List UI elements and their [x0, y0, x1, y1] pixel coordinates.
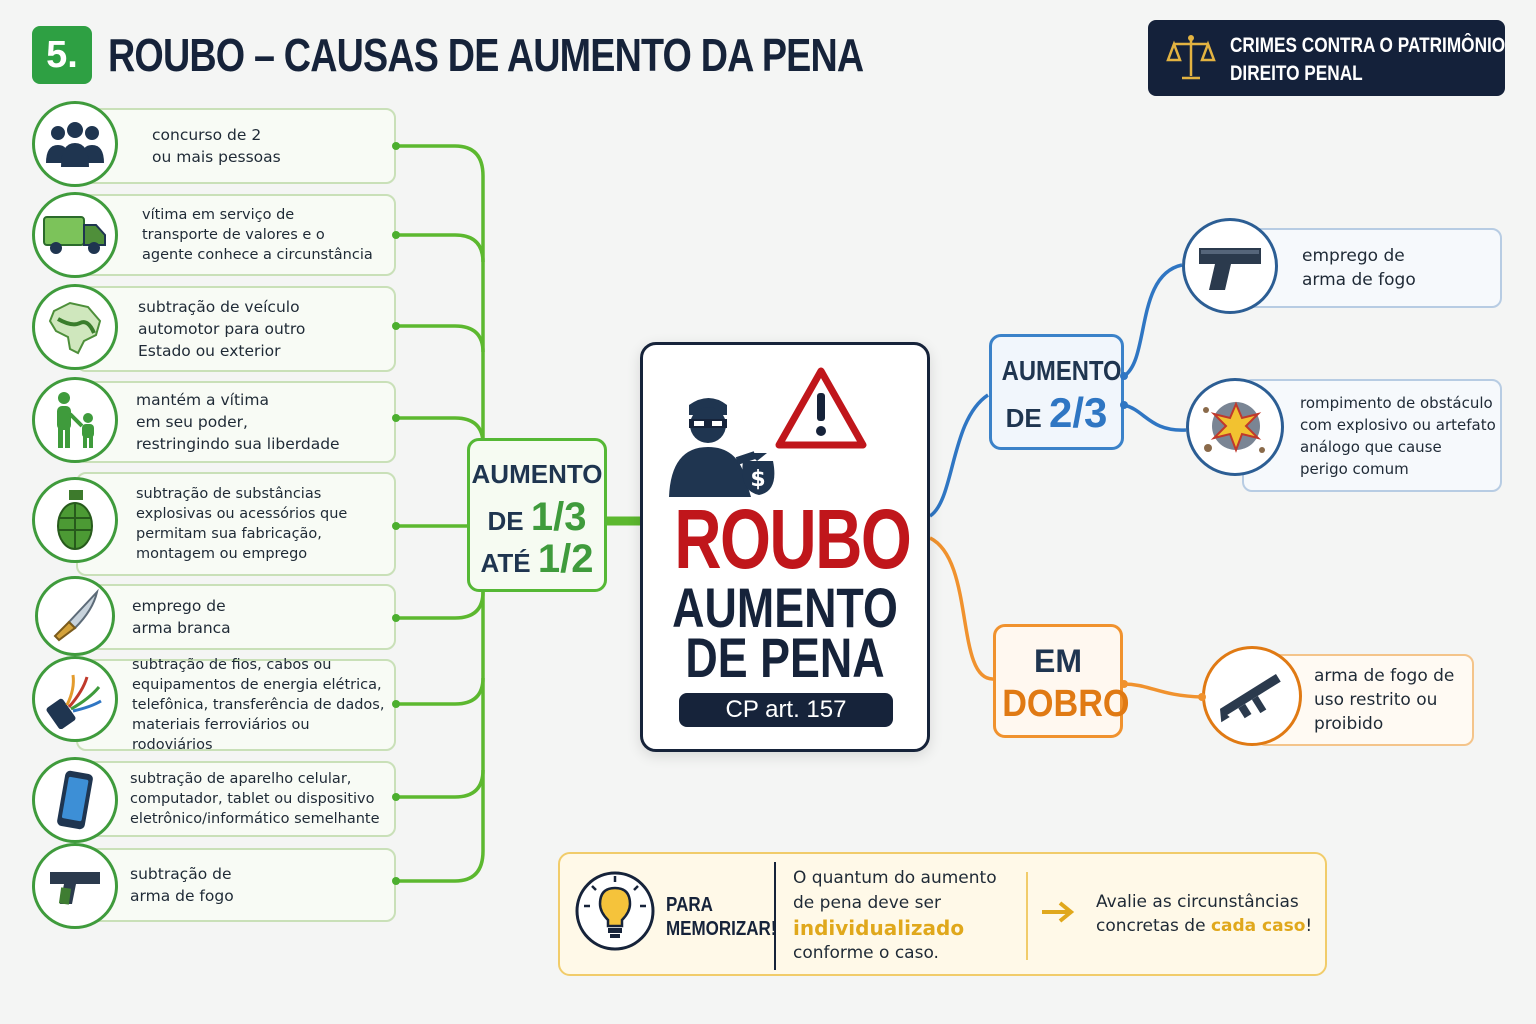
- list-item: rompimento de obstáculo com explosivo ou…: [1242, 379, 1502, 492]
- page-title: ROUBO – CAUSAS DE AUMENTO DA PENA: [108, 29, 864, 81]
- memo-divider: [774, 862, 776, 970]
- hub-blue-prefix: DE: [1005, 403, 1049, 433]
- hub-green-prefix3: ATÉ: [480, 548, 538, 578]
- hub-orange-line2: DOBRO: [1002, 683, 1130, 725]
- group-icon: [32, 101, 118, 187]
- phone-icon: [32, 757, 118, 843]
- cables-icon: [32, 656, 118, 742]
- hub-two-thirds: AUMENTO DE 2/3: [989, 334, 1124, 450]
- knife-icon: [35, 576, 115, 656]
- explosion-icon: [1186, 378, 1284, 476]
- svg-text:$: $: [750, 467, 765, 492]
- hub-blue-line1: AUMENTO: [1001, 355, 1122, 386]
- center-title: ROUBO: [674, 492, 912, 586]
- list-item: subtração de arma de fogo: [76, 848, 396, 922]
- truck-icon: [32, 192, 118, 278]
- subject-badge: CRIMES CONTRA O PATRIMÔNIO DIREITO PENAL: [1148, 20, 1505, 96]
- memo-divider2: [1026, 872, 1028, 960]
- badge-line2: DIREITO PENAL: [1230, 62, 1363, 85]
- hub-double: EM DOBRO: [993, 624, 1130, 738]
- list-item: emprego de arma branca: [76, 584, 396, 650]
- list-item: emprego de arma de fogo: [1232, 228, 1502, 308]
- list-item: vítima em serviço de transporte de valor…: [76, 194, 396, 276]
- center-subtitle2: DE PENA: [685, 626, 885, 689]
- list-item: concurso de 2 ou mais pessoas: [76, 108, 396, 184]
- hub-one-third-to-half: AUMENTO DE 1/3 ATÉ 1/2: [467, 438, 607, 592]
- thief-icon: $: [669, 398, 775, 497]
- memo-text2: de pena deve ser: [793, 893, 941, 913]
- memo-tip2-prefix: concretas de: [1096, 916, 1211, 936]
- hub-green-line1: AUMENTO: [471, 459, 603, 489]
- hub-green-value2: 1/3: [530, 495, 587, 539]
- memo-text3: conforme o caso.: [793, 943, 939, 963]
- memo-tip2-highlight: cada caso: [1210, 916, 1306, 936]
- map-icon: [32, 284, 118, 370]
- center-subtitle1: AUMENTO: [672, 576, 898, 639]
- section-number: 5.: [32, 26, 92, 84]
- memo-tip2-suffix: !: [1305, 916, 1313, 936]
- hub-green-value3: 1/2: [537, 537, 594, 581]
- pistol-icon: [32, 843, 118, 929]
- arrow-right-icon: [1042, 901, 1075, 923]
- person-child-icon: [32, 377, 118, 463]
- memo-text1: O quantum do aumento: [793, 868, 997, 888]
- hub-blue-value: 2/3: [1048, 389, 1108, 436]
- list-item: subtração de fios, cabos ou equipamentos…: [76, 657, 396, 753]
- list-item: subtração de aparelho celular, computado…: [76, 761, 396, 837]
- warning-icon: [775, 367, 867, 449]
- scales-icon: [1166, 35, 1216, 80]
- badge-line1: CRIMES CONTRA O PATRIMÔNIO: [1230, 34, 1506, 57]
- memo-box: PARA MEMORIZAR! O quantum do aumento de …: [558, 852, 1327, 976]
- rifle-icon: [1202, 646, 1302, 746]
- hub-orange-line1: EM: [1034, 643, 1082, 679]
- hub-green-prefix2: DE: [487, 506, 531, 536]
- memo-label1: PARA: [666, 894, 713, 916]
- list-item: mantém a vítima em seu poder, restringin…: [76, 381, 396, 463]
- memo-label2: MEMORIZAR!: [666, 918, 777, 940]
- list-item: subtração de substâncias explosivas ou a…: [76, 472, 396, 576]
- list-item: subtração de veículo automotor para outr…: [76, 286, 396, 372]
- memo-tip1: Avalie as circunstâncias: [1096, 892, 1299, 912]
- center-card: $ ROUBO AUMENTO DE PENA CP art. 157: [640, 342, 930, 752]
- lightbulb-icon: [575, 871, 655, 951]
- pistol-icon: [1182, 218, 1278, 314]
- memo-highlight: individualizado: [793, 916, 965, 940]
- law-reference: CP art. 157: [679, 693, 893, 727]
- grenade-icon: [32, 477, 118, 563]
